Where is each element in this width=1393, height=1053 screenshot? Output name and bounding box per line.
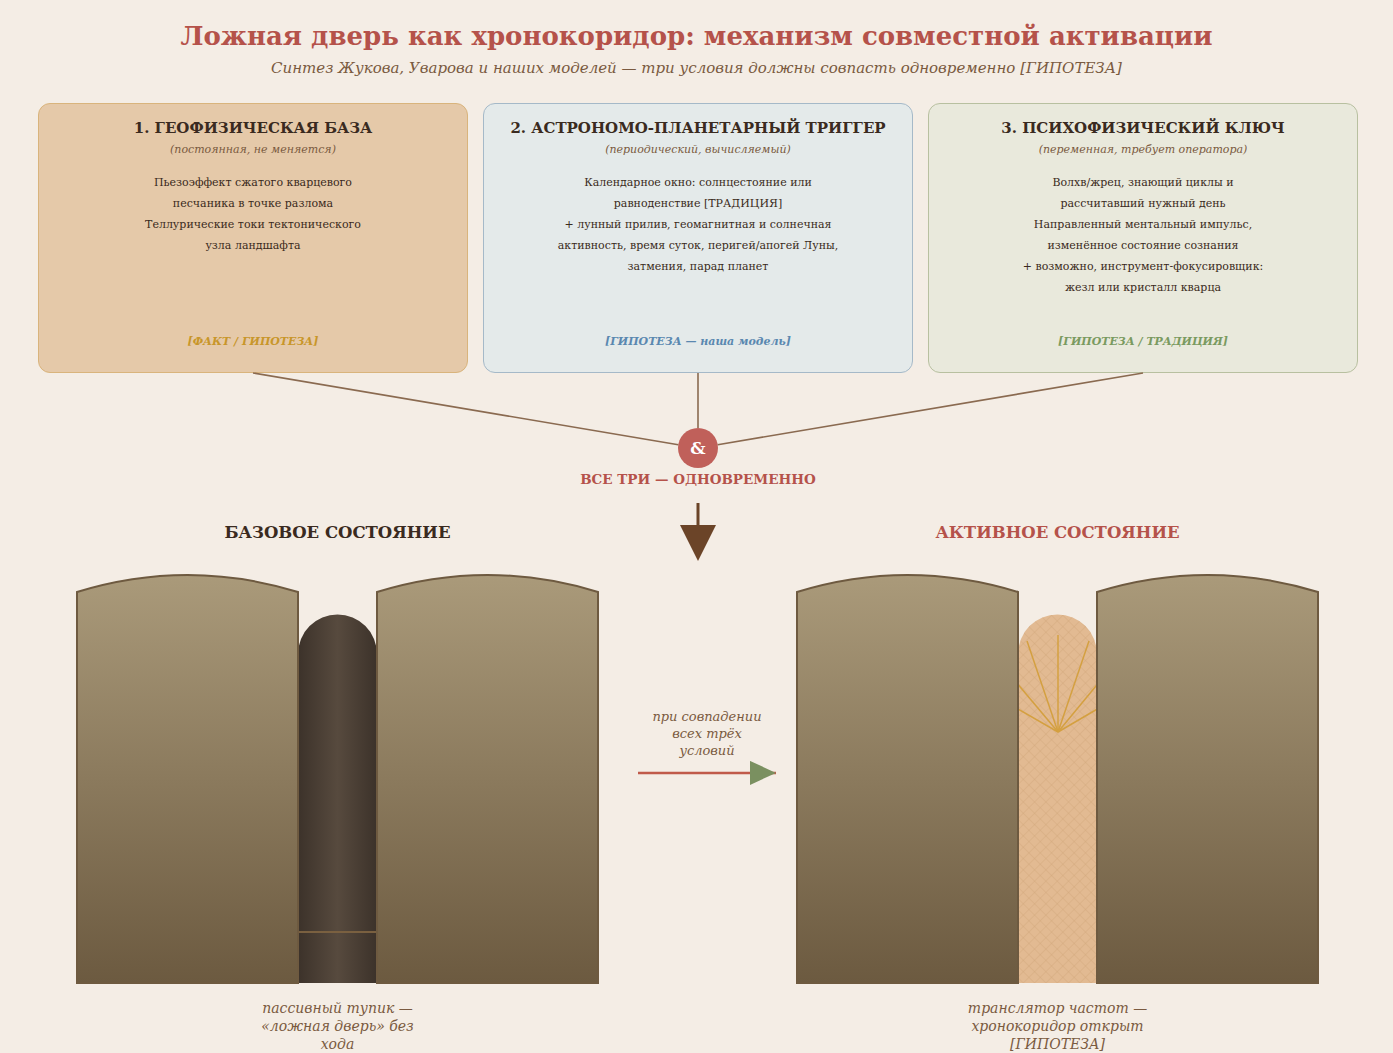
box-body: Пьезоэффект сжатого кварцевого песчаника…	[133, 172, 373, 214]
status-tag: [ГИПОТЕЗА — наша модель]	[484, 335, 912, 348]
subtitle-text: Синтез Жукова, Уварова и наших моделей —…	[0, 59, 1393, 77]
light-ray	[1057, 635, 1059, 732]
merge-line	[697, 373, 699, 428]
box-heading: 2. АСТРОНОМО-ПЛАНЕТАРНЫЙ ТРИГГЕР	[510, 119, 885, 137]
box-body: + лунный прилив, геомагнитная и солнечна…	[548, 214, 848, 277]
light-ray	[1058, 641, 1089, 732]
stone-panel	[1097, 575, 1318, 983]
door-illustration	[77, 575, 598, 983]
threshold-line	[298, 931, 377, 933]
box-subtitle: (переменная, требует оператора)	[1039, 143, 1248, 156]
dark-niche	[298, 615, 377, 984]
merge-line	[718, 373, 1143, 445]
stone-panel	[77, 575, 298, 983]
box-subtitle: (постоянная, не меняется)	[170, 143, 336, 156]
status-tag: [ГИПОТЕЗА / ТРАДИЦИЯ]	[929, 335, 1357, 348]
glowing-niche	[1018, 615, 1097, 984]
and-circle: &	[678, 428, 718, 468]
box-body: Направленный ментальный импульс, изменён…	[1012, 214, 1274, 256]
down-arrow-head	[680, 525, 716, 561]
box-body: Теллурические токи тектонического узла л…	[133, 214, 373, 256]
box-heading: 3. ПСИХОФИЗИЧЕСКИЙ КЛЮЧ	[1001, 119, 1284, 137]
and-symbol: &	[690, 438, 705, 458]
diagram-title: Ложная дверь как хронокоридор: механизм …	[0, 21, 1393, 51]
edge-label: при совпадении всех трёх условий	[645, 708, 770, 759]
state-heading: АКТИВНОЕ СОСТОЯНИЕ	[797, 523, 1318, 542]
stone-panel	[377, 575, 598, 983]
door-illustration	[797, 575, 1318, 983]
box-heading: 1. ГЕОФИЗИЧЕСКАЯ БАЗА	[134, 119, 373, 137]
condition-box: 1. ГЕОФИЗИЧЕСКАЯ БАЗА (постоянная, не мен…	[38, 103, 468, 373]
transition-arrow	[638, 772, 776, 775]
box-body: Волхв/жрец, знающий циклы и рассчитавший…	[1012, 172, 1274, 214]
niche-hatching	[1018, 615, 1097, 984]
condition-box: 2. АСТРОНОМО-ПЛАНЕТАРНЫЙ ТРИГГЕР (периоди…	[483, 103, 913, 373]
state-caption: транслятор частот — хронокоридор открыт …	[930, 999, 1185, 1053]
door-state: БАЗОВОЕ СОСТОЯНИЕпассивный тупик — «ложн…	[77, 575, 598, 983]
box-body: Календарное окно: солнцестояние или равн…	[548, 172, 848, 214]
sync-note: ВСЕ ТРИ — ОДНОВРЕМЕННО	[548, 471, 848, 487]
state-heading: БАЗОВОЕ СОСТОЯНИЕ	[77, 523, 598, 542]
state-caption: пассивный тупик — «ложная дверь» без ход…	[245, 999, 430, 1053]
condition-box: 3. ПСИХОФИЗИЧЕСКИЙ КЛЮЧ (переменная, треб…	[928, 103, 1358, 373]
door-state: АКТИВНОЕ СОСТОЯНИЕтранслятор частот — хр…	[797, 575, 1318, 983]
box-subtitle: (периодический, вычисляемый)	[605, 143, 791, 156]
light-ray	[1027, 641, 1058, 732]
stone-panel	[797, 575, 1018, 983]
box-body: + возможно, инструмент-фокусировщик: жез…	[1012, 256, 1274, 298]
merge-line	[253, 373, 678, 445]
status-tag: [ФАКТ / ГИПОТЕЗА]	[39, 335, 467, 348]
